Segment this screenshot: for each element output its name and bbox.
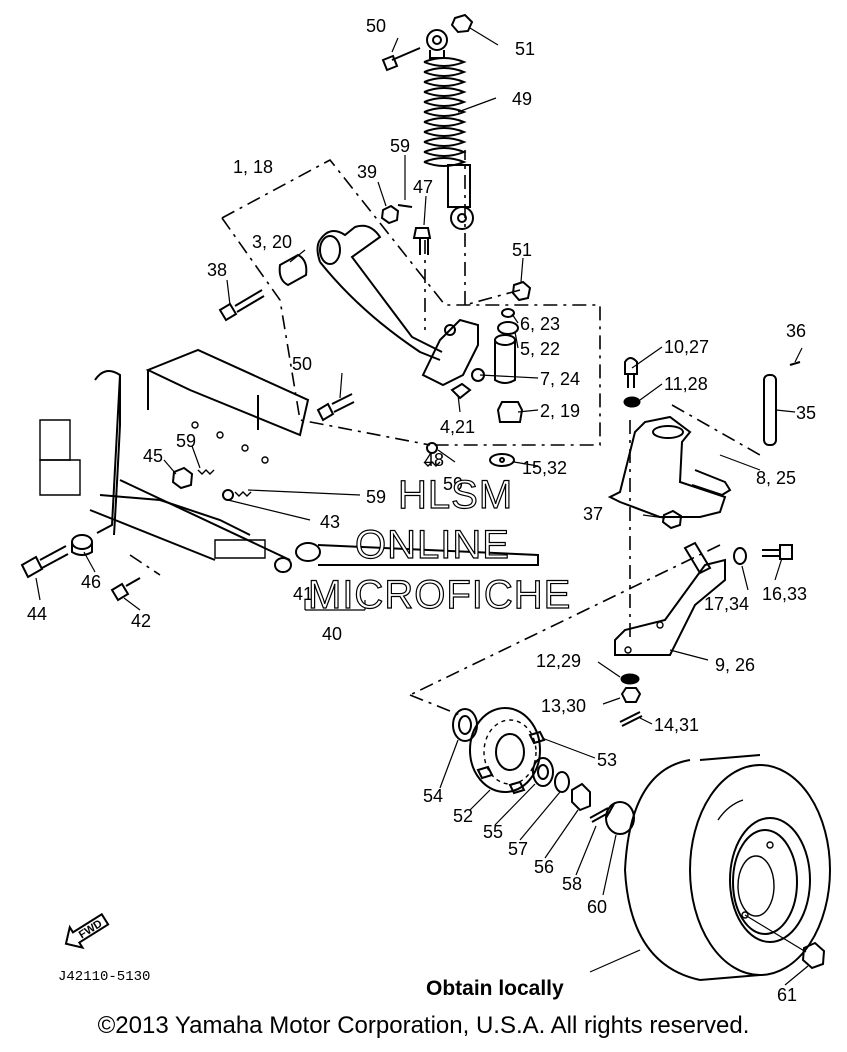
label-60: 60 [587, 897, 607, 917]
knuckle [607, 357, 801, 727]
label-14-31: 14,31 [654, 715, 699, 735]
label-12-29: 12,29 [536, 651, 581, 671]
label-47: 47 [413, 177, 433, 197]
label-4-21: 4,21 [440, 417, 475, 437]
shock-absorber [381, 13, 474, 230]
label-46: 46 [81, 572, 101, 592]
watermark-line-1: HLSM [398, 473, 513, 517]
label-54: 54 [423, 786, 443, 806]
label-2-19: 2, 19 [540, 401, 580, 421]
upper-arm [218, 204, 532, 467]
label-59-c: 59 [443, 474, 463, 494]
label-52: 52 [453, 806, 473, 826]
label-13-30: 13,30 [541, 696, 586, 716]
label-38: 38 [207, 260, 227, 280]
fwd-arrow: FWD [64, 912, 110, 950]
label-57: 57 [508, 839, 528, 859]
watermark: HLSM ONLINE MICROFICHE [307, 472, 571, 617]
label-9-26: 9, 26 [715, 655, 755, 675]
label-59-d: 59 [366, 487, 386, 507]
frame [20, 348, 539, 611]
label-51-mid: 51 [512, 240, 532, 260]
label-36: 36 [786, 321, 806, 341]
label-50-top: 50 [366, 16, 386, 36]
label-48: 48 [424, 450, 444, 470]
diagram-code: J42110-5130 [58, 969, 150, 985]
leader-lines [35, 27, 809, 986]
fwd-label: FWD [77, 918, 105, 941]
label-1-18: 1, 18 [233, 157, 273, 177]
label-41: 41 [293, 584, 313, 604]
label-15-32: 15,32 [522, 458, 567, 478]
label-59-a: 59 [390, 136, 410, 156]
label-58: 58 [562, 874, 582, 894]
label-39: 39 [357, 162, 377, 182]
label-7-24: 7, 24 [540, 369, 580, 389]
watermark-line-3: MICROFICHE [308, 573, 571, 617]
part-labels: 50 51 49 1, 18 59 39 47 3, 20 38 51 6, 2… [27, 16, 816, 1005]
label-49: 49 [512, 89, 532, 109]
label-6-23: 6, 23 [520, 314, 560, 334]
label-42: 42 [131, 611, 151, 631]
wheel [623, 754, 831, 981]
label-55: 55 [483, 822, 503, 842]
label-16-33: 16,33 [762, 584, 807, 604]
label-8-25: 8, 25 [756, 468, 796, 488]
label-10-27: 10,27 [664, 337, 709, 357]
label-59-b: 59 [176, 431, 196, 451]
label-56: 56 [534, 857, 554, 877]
label-50-mid: 50 [292, 354, 312, 374]
label-35: 35 [796, 403, 816, 423]
label-17-34: 17,34 [704, 594, 749, 614]
label-44: 44 [27, 604, 47, 624]
label-3-20: 3, 20 [252, 232, 292, 252]
label-5-22: 5, 22 [520, 339, 560, 359]
assembly-outlines [129, 150, 761, 716]
label-43: 43 [320, 512, 340, 532]
obtain-locally-note: Obtain locally [426, 977, 564, 1000]
watermark-line-2: ONLINE [355, 523, 510, 567]
label-37: 37 [583, 504, 603, 524]
label-53: 53 [597, 750, 617, 770]
label-61: 61 [777, 985, 797, 1005]
label-40: 40 [322, 624, 342, 644]
hub-assembly [452, 707, 635, 835]
label-51-top: 51 [515, 39, 535, 59]
copyright-notice: ©2013 Yamaha Motor Corporation, U.S.A. A… [97, 1012, 750, 1039]
label-11-28: 11,28 [664, 374, 708, 394]
label-45: 45 [143, 446, 163, 466]
